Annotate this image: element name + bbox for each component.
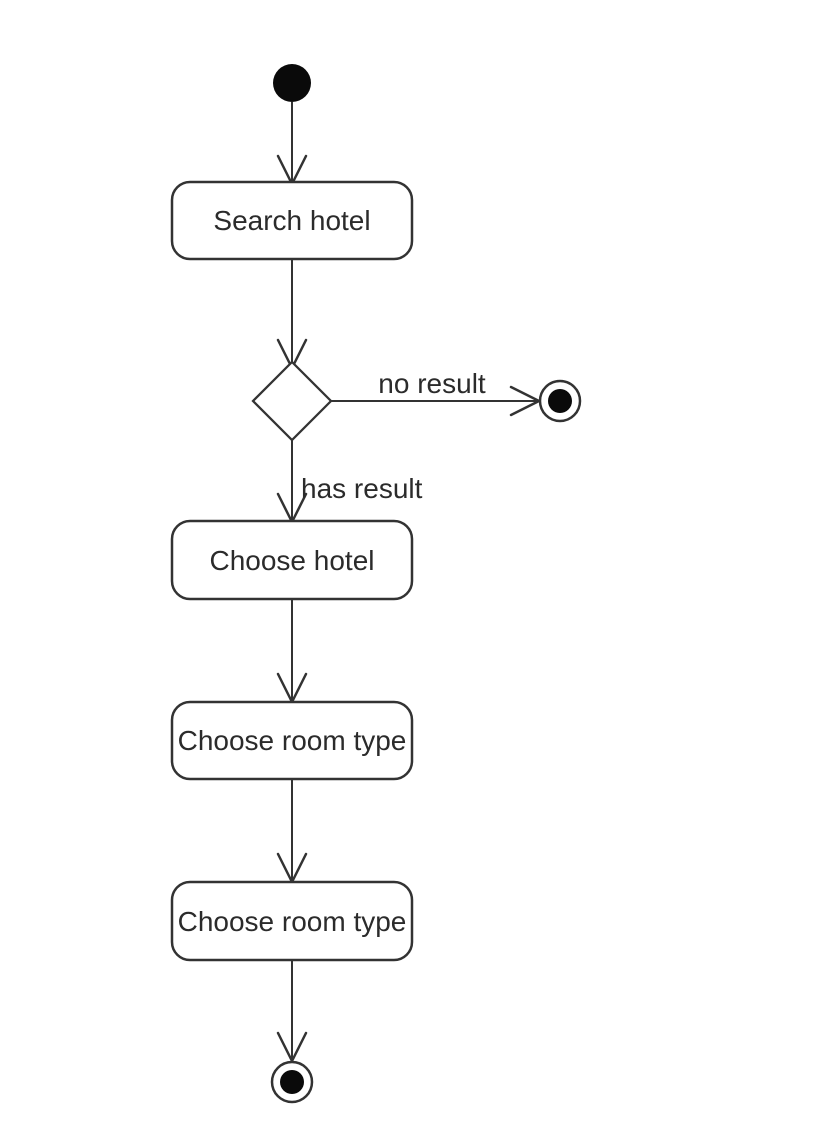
action-node-search-hotel: Search hotel — [170, 180, 414, 261]
action-node-choose-hotel: Choose hotel — [170, 519, 414, 601]
edge-choose-hotel-to-choose-room-type-1 — [276, 599, 308, 704]
arrowhead-icon — [276, 154, 308, 186]
edge-choose-room-type-1-to-choose-room-type-2 — [276, 779, 308, 884]
action-label: Search hotel — [213, 205, 370, 236]
arrowhead-icon — [276, 492, 308, 524]
decision-node — [251, 360, 333, 442]
final-node-bottom — [270, 1060, 314, 1104]
edge-search-hotel-to-decision — [276, 259, 308, 370]
edge-label-no-result: no result — [378, 368, 486, 399]
arrowhead-icon — [276, 1031, 308, 1063]
edge-label-has-result: has result — [301, 473, 423, 504]
edge-start-to-search-hotel — [276, 102, 308, 186]
final-node-inner-dot — [548, 389, 572, 413]
edge-decision-to-choose-hotel: has result — [276, 440, 423, 524]
initial-node — [273, 64, 311, 102]
final-node-inner-dot — [280, 1070, 304, 1094]
edge-choose-room-type-2-to-final — [276, 960, 308, 1063]
action-label: Choose room type — [178, 906, 407, 937]
action-node-choose-room-type-1: Choose room type — [170, 700, 414, 781]
arrowhead-icon — [276, 852, 308, 884]
arrowhead-icon — [509, 385, 541, 417]
edge-decision-to-no-result-end: no result — [331, 368, 541, 417]
action-label: Choose room type — [178, 725, 407, 756]
arrowhead-icon — [276, 672, 308, 704]
final-node-no-result — [538, 379, 582, 423]
action-node-choose-room-type-2: Choose room type — [170, 880, 414, 962]
action-label: Choose hotel — [209, 545, 374, 576]
